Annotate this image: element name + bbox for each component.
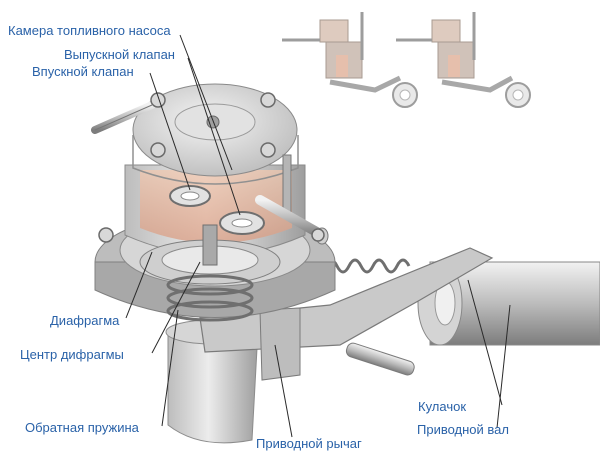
label-inlet-valve: Впускной клапан [32,64,134,79]
inset-diagram-left [282,12,418,108]
label-diaphragm: Диафрагма [50,313,120,328]
inset-diagram-right [396,12,531,108]
drive-lever [199,247,494,381]
label-drive-shaft: Приводной вал [417,422,509,437]
diaphragm-assembly [139,224,281,322]
lever-spring [323,258,411,274]
label-outlet-valve: Выпускной клапан [64,47,175,62]
label-diaphragm-center: Центр дифрагмы [20,347,124,362]
bolts [98,92,325,243]
leader-lines [125,34,511,438]
outlet-valve [219,211,265,235]
label-pump-chamber: Камера топливного насоса [8,23,171,38]
label-cam: Кулачок [418,399,467,414]
inlet-valve [169,185,211,207]
label-return-spring: Обратная пружина [25,420,139,435]
label-drive-lever: Приводной рычаг [256,436,362,451]
